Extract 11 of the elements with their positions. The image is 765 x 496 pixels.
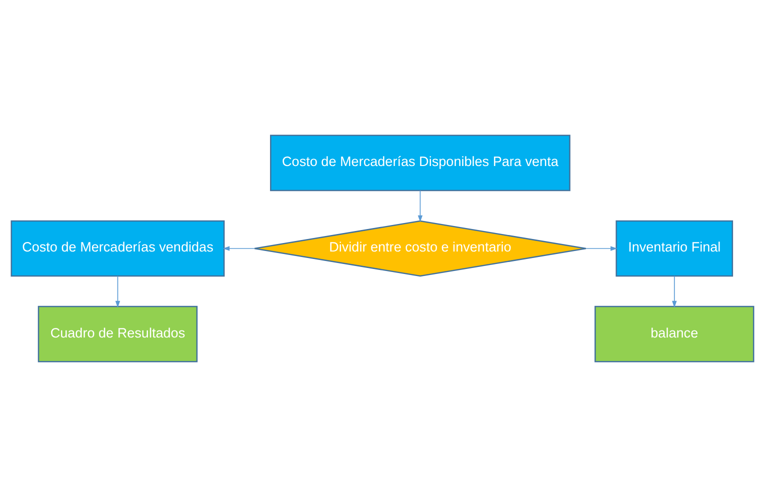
arrow xyxy=(586,246,618,250)
node-diamond: Dividir entre costo e inventario xyxy=(254,220,587,276)
node-box: Costo de Mercaderías vendidas xyxy=(10,220,225,276)
arrow xyxy=(115,275,120,308)
node-box: balance xyxy=(594,305,754,362)
node-box: Cuadro de Resultados xyxy=(38,305,198,362)
arrow xyxy=(672,275,677,308)
arrow xyxy=(418,190,423,222)
node-box: Inventario Final xyxy=(616,220,734,276)
node-box: Costo de Mercaderías Disponibles Para venta xyxy=(270,134,570,191)
arrow xyxy=(222,246,255,250)
